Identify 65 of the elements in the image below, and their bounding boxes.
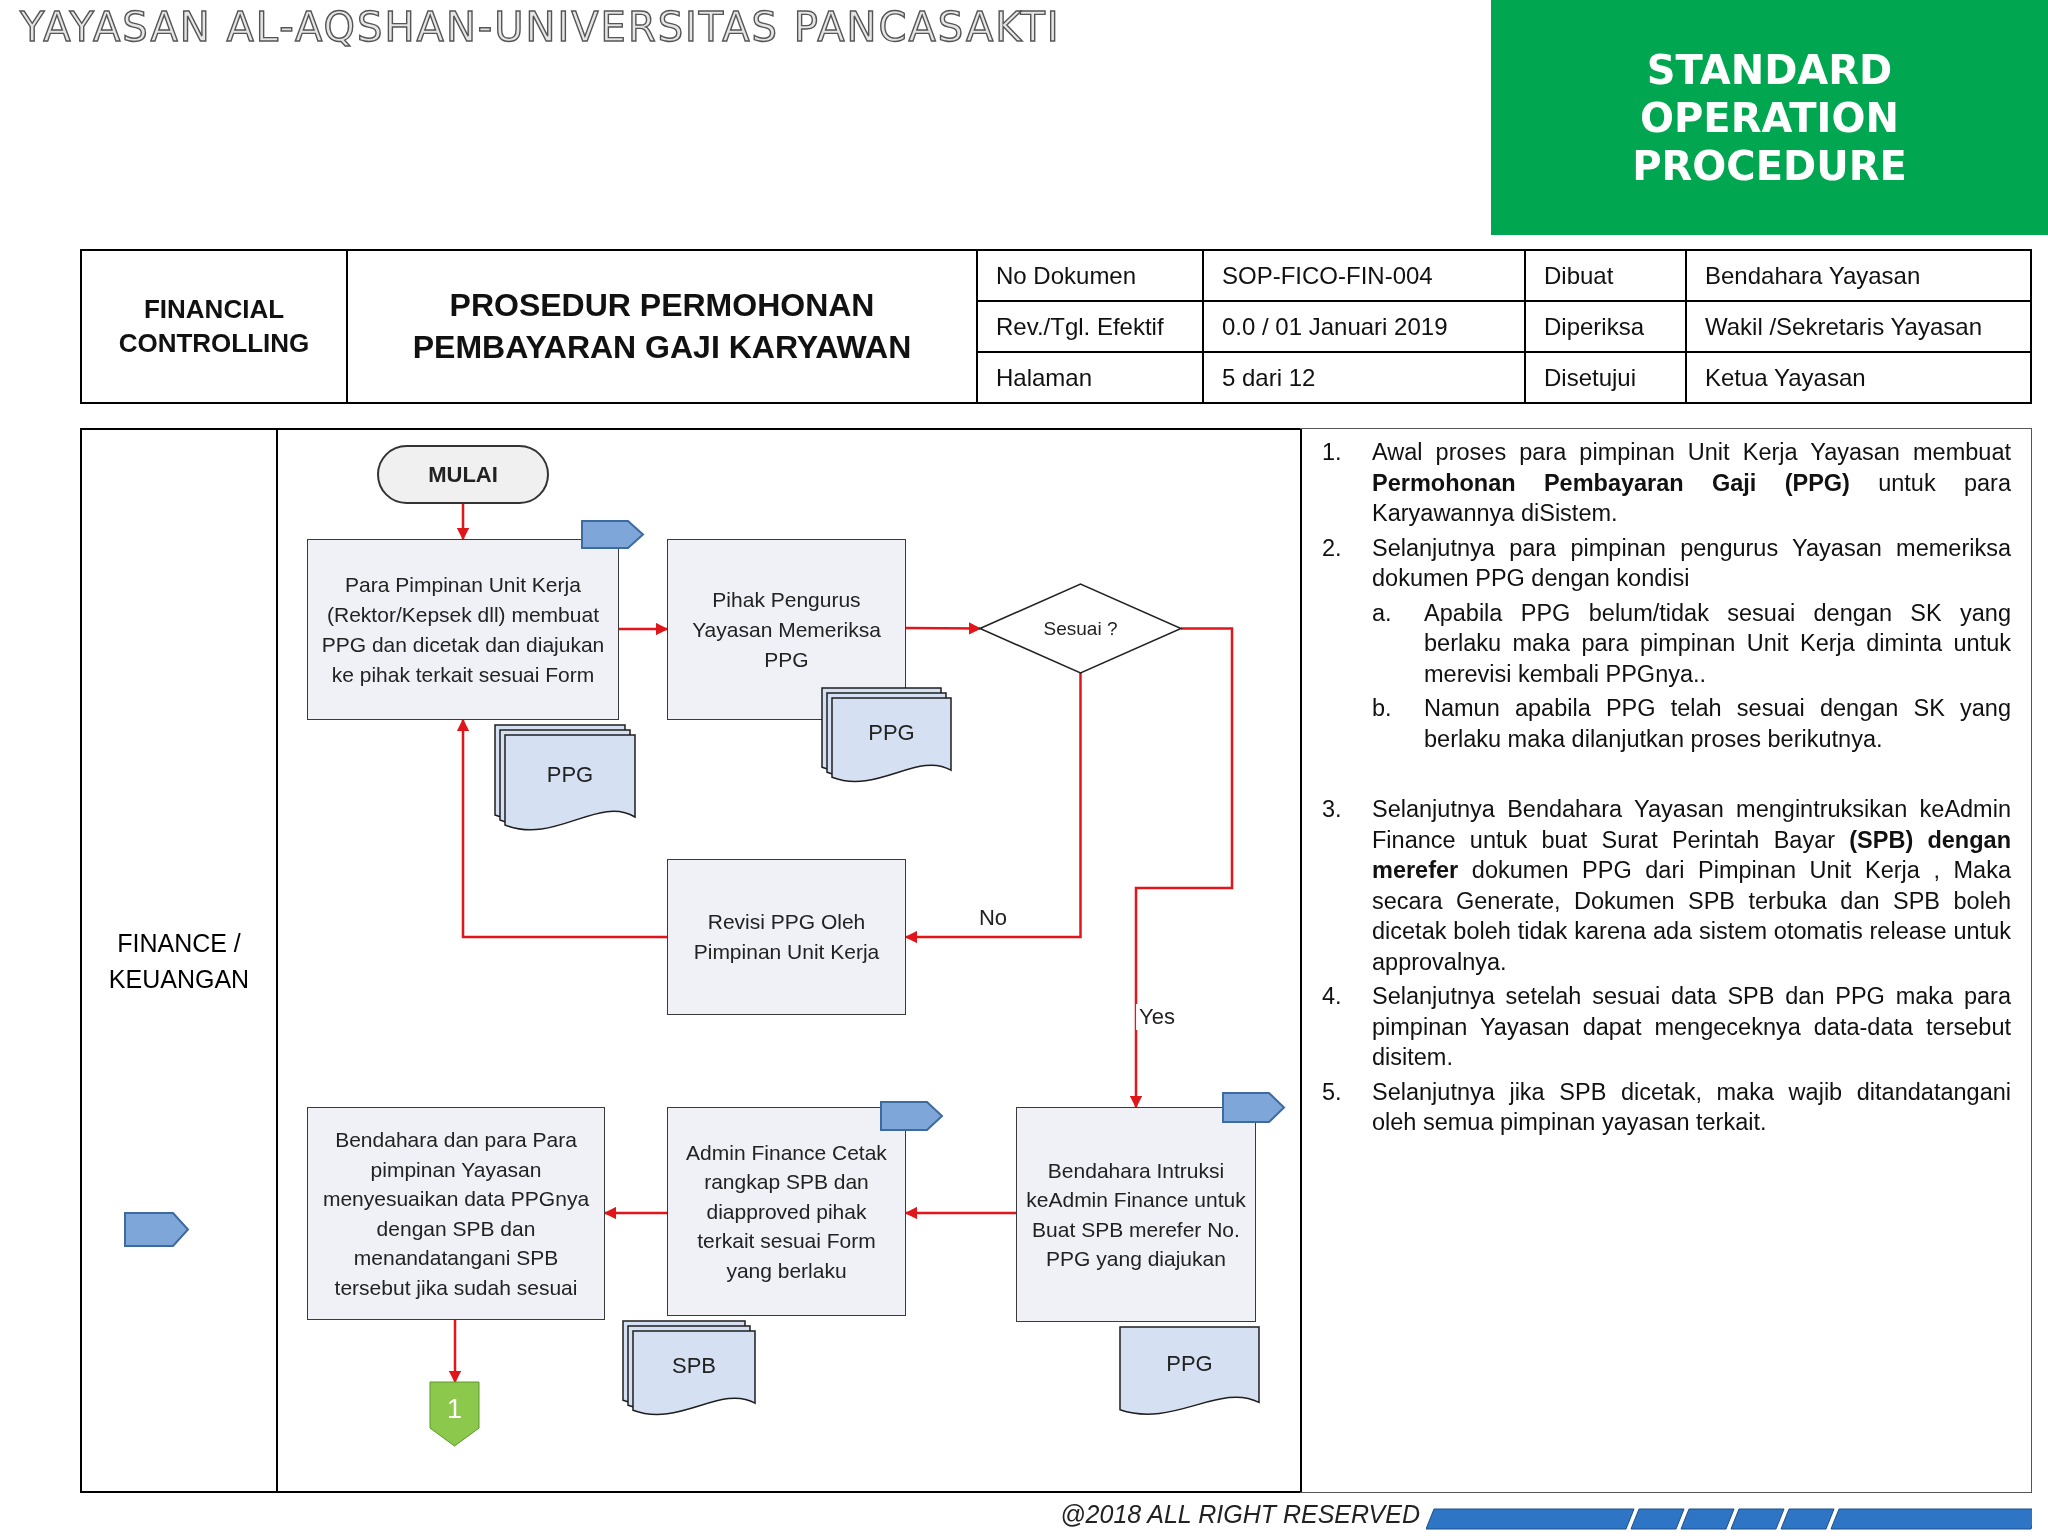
node-text: PPG [546, 761, 594, 788]
list-marker: a. [1372, 598, 1393, 628]
table-cell: Ketua Yayasan [1687, 353, 2030, 402]
table-cell: 0.0 / 01 Januari 2019 [1204, 302, 1524, 351]
table-cell: Disetujui [1526, 353, 1685, 402]
decision-diamond [980, 584, 1181, 673]
table-cell: Wakil /Sekretaris Yayasan [1687, 302, 2030, 351]
list-item-text: Selanjutnya jika SPB dicetak, maka wajib ditandatangani oleh semua pimpinan yayasan terkait. [1372, 1077, 2011, 1137]
arrow [619, 622, 669, 636]
process-box [667, 539, 906, 720]
table-cell: 5 dari 12 [1204, 353, 1524, 402]
node-text: SPB [672, 1353, 716, 1379]
process-box [667, 1107, 906, 1316]
arrow [603, 1206, 667, 1220]
arrow [1129, 627, 1234, 1109]
process-box [667, 859, 906, 1015]
node-text: MULAI [428, 461, 498, 488]
tag-shape [880, 1101, 943, 1131]
node-text: Revisi PPG Oleh Pimpinan Unit Kerja [692, 909, 881, 965]
arrow [906, 622, 982, 635]
node-text: Sesuai ? [1043, 617, 1118, 641]
arrow [456, 504, 470, 541]
list-item-text: Awal proses para pimpinan Unit Kerja Yayasan membuat Permohonan Pembayaran Gaji (PPG) untuk para Karyawannya diSistem. [1372, 438, 2011, 528]
node-text: Bendahara dan para Para pimpinan Yayasan menyesuaikan data PPGnya dengan SPB dan menandatangani SPB tersebut jika sudah sesuai [321, 1127, 591, 1301]
node-text: PPG [868, 720, 915, 746]
table-cell: Rev./Tgl. Efektif [978, 302, 1202, 351]
list-marker: 4. [1322, 982, 1343, 1011]
list-marker: 1. [1322, 438, 1343, 467]
header-cell: PROSEDUR PERMOHONAN PEMBAYARAN GAJI KARYAWAN [348, 251, 976, 402]
process-box [1016, 1107, 1256, 1322]
tag-shape [1222, 1092, 1285, 1123]
table-cell: Bendahara Yayasan [1687, 251, 2030, 300]
table-cell: Diperiksa [1526, 302, 1685, 351]
tag-shape [581, 520, 644, 549]
arrow [904, 673, 1082, 944]
page-heading: YAYASAN AL-AQSHAN-UNIVERSITAS PANCASAKTI [20, 4, 1061, 50]
list-item-text: Apabila PPG belum/tidak sesuai dengan SK yang berlaku maka para pimpinan Unit Kerja diminta untuk merevisi kembali PPGnya.. [1424, 598, 2011, 689]
node-text: Bendahara Intruksi keAdmin Finance untuk Buat SPB merefer No. PPG yang diajukan [1025, 1157, 1247, 1272]
list-marker: b. [1372, 694, 1393, 723]
header-cell: FINANCIAL CONTROLLING [82, 251, 346, 402]
list-marker: 2. [1322, 533, 1343, 563]
list-item-text: Namun apabila PPG telah sesuai dengan SK yang berlaku maka dilanjutkan proses berikutnya. [1424, 694, 2011, 754]
edge-label: Yes [1136, 1004, 1178, 1030]
node-text: Admin Finance Cetak rangkap SPB dan diapproved pihak terkait sesuai Form yang berlaku [685, 1139, 888, 1284]
list-marker: 3. [1322, 795, 1343, 824]
table-cell: No Dokumen [978, 251, 1202, 300]
tag-shape [124, 1212, 189, 1247]
node-text: Pihak Pengurus Yayasan Memeriksa PPG [691, 586, 882, 673]
offpage-connector [430, 1382, 479, 1446]
list-marker: 5. [1322, 1077, 1343, 1107]
node-text: PPG [1166, 1350, 1213, 1377]
node-text: Para Pimpinan Unit Kerja (Rektor/Kepsek dll) membuat PPG dan dicetak dan diajukan ke pihak terkait sesuai Form [320, 571, 606, 688]
arrow [456, 718, 667, 939]
arrow [904, 1206, 1016, 1220]
process-box [307, 539, 619, 720]
list-item-text: Selanjutnya setelah sesuai data SPB dan PPG maka para pimpinan Yayasan dapat mengeceknya data-data tersebut disitem. [1372, 982, 2011, 1072]
table-cell: SOP-FICO-FIN-004 [1204, 251, 1524, 300]
process-box [307, 1107, 605, 1320]
table-cell: Dibuat [1526, 251, 1685, 300]
node-text: 1 [447, 1394, 462, 1424]
list-item-text: Selanjutnya Bendahara Yayasan mengintruksikan keAdmin Finance untuk buat Surat Perintah Bayar (SPB) dengan merefer dokumen PPG dari Pimpinan Unit Kerja , Maka secara Generate, Dokumen SPB terbuka dan SPB boleh dicetak boleh tidak karena ada sistem otomatis release untuk approvalnya. [1372, 795, 2011, 977]
footer-text: @2018 ALL RIGHT RESERVED [1060, 1500, 1420, 1529]
title-banner: STANDARD OPERATION PROCEDURE [1491, 0, 2048, 235]
table-cell: Halaman [978, 353, 1202, 402]
arrow [448, 1320, 462, 1384]
